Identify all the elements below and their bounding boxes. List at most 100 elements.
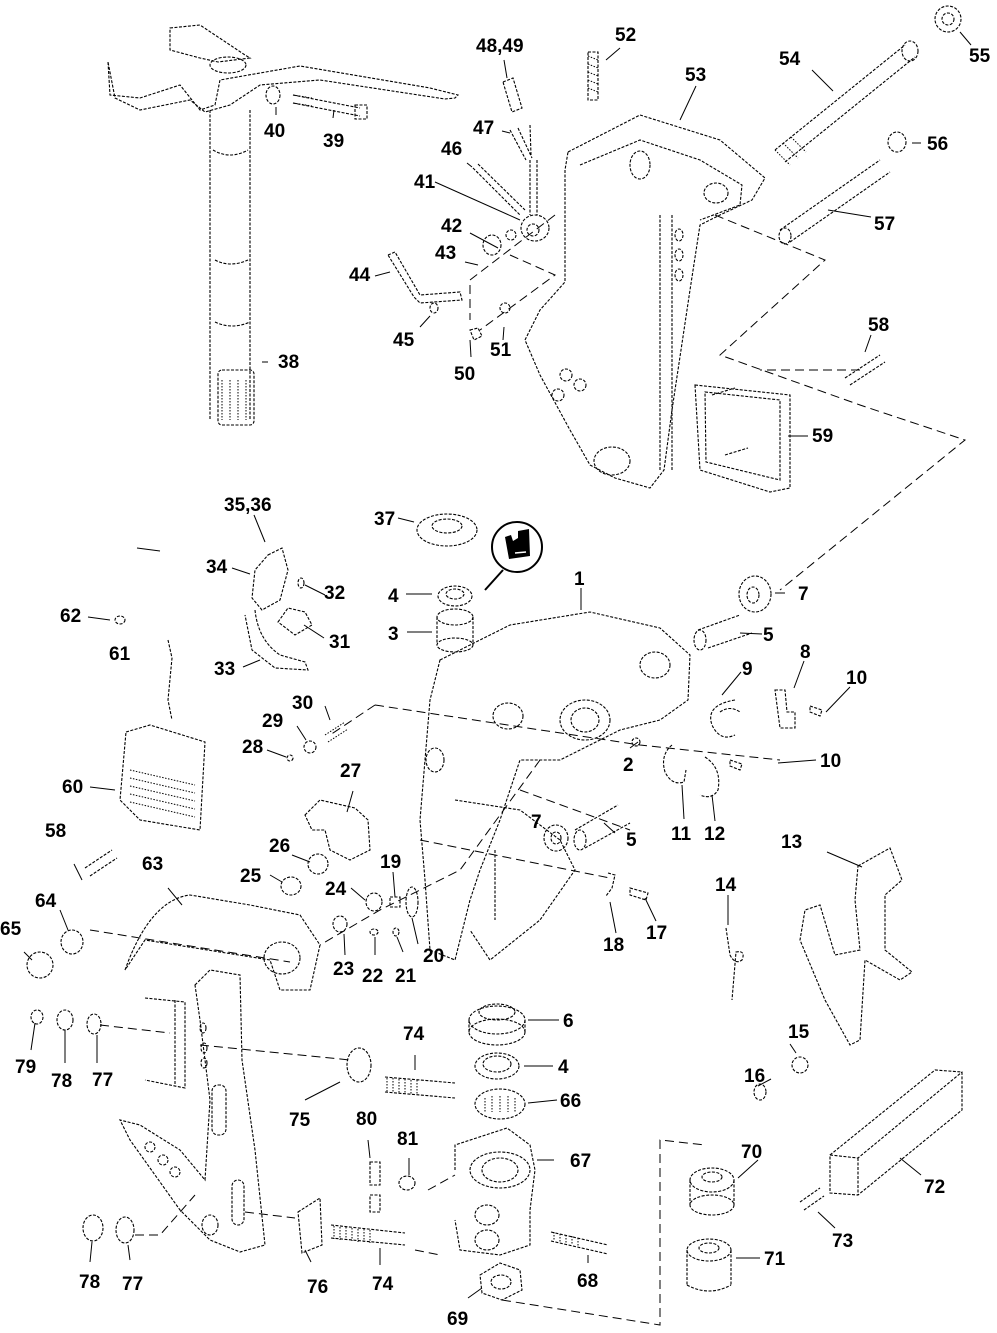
part-33-34-lever: [244, 547, 309, 671]
part-46-rod: [472, 163, 526, 216]
callout-7-lower: 7: [531, 812, 542, 833]
part-38-steering-shaft: [107, 24, 460, 426]
callout-64: 64: [35, 891, 57, 912]
sealant-applicator-icon: [484, 521, 543, 591]
callout-18: 18: [603, 935, 624, 956]
part-10-screw-upper: [809, 705, 823, 717]
part-19-block: [389, 896, 401, 908]
callout-40: 40: [264, 121, 285, 142]
callout-5-upper: 5: [763, 625, 774, 646]
part-69-nut: [479, 1262, 523, 1301]
callout-81: 81: [397, 1129, 419, 1150]
callout-13: 13: [781, 832, 802, 853]
callout-35-36: 35,36: [224, 495, 272, 516]
callout-21: 21: [395, 966, 417, 987]
part-25-spacer: [280, 876, 302, 896]
part-47-link: [509, 124, 533, 161]
part-70-bushing: [689, 1167, 735, 1216]
part-9-clip: [710, 699, 741, 738]
callout-80: 80: [356, 1109, 377, 1130]
callout-45: 45: [393, 330, 415, 351]
part-6-seal: [468, 1003, 526, 1046]
part-79-bushing: [30, 1009, 44, 1025]
part-7-washer-upper: [738, 575, 772, 613]
callout-71: 71: [764, 1249, 786, 1270]
part-66-bearing: [474, 1088, 526, 1120]
part-5-tube-upper: [693, 614, 753, 651]
part-75-washer: [346, 1047, 372, 1083]
part-13-tilt-lever: [799, 847, 913, 1046]
part-61-screw: [167, 639, 173, 721]
callout-37: 37: [374, 509, 395, 530]
callout-24: 24: [325, 879, 347, 900]
callout-8: 8: [800, 642, 811, 663]
callout-26: 26: [269, 836, 290, 857]
callout-48-49: 48,49: [476, 36, 524, 57]
part-60-cover: [119, 724, 206, 831]
callout-4-lower: 4: [558, 1057, 569, 1078]
callout-77-upper: 77: [92, 1070, 113, 1091]
callout-56: 56: [927, 134, 948, 155]
part-29-pin: [303, 740, 317, 754]
part-72-bar: [829, 1069, 963, 1196]
callout-70: 70: [741, 1142, 762, 1163]
leader-lines: [23, 31, 972, 1299]
callout-67: 67: [570, 1151, 591, 1172]
part-59-plate: [694, 384, 791, 493]
callout-74-upper: 74: [403, 1024, 425, 1045]
callout-44: 44: [349, 265, 371, 286]
callout-7-upper: 7: [798, 584, 809, 605]
callout-3: 3: [388, 624, 399, 645]
part-74-bolt-upper: [384, 1076, 456, 1099]
part-7-washer-lower: [543, 824, 569, 852]
part-71-bushing: [686, 1238, 732, 1292]
callout-10-upper: 10: [846, 668, 867, 689]
callout-38: 38: [278, 352, 299, 373]
part-20-link: [405, 886, 419, 918]
callout-14: 14: [715, 875, 737, 896]
callout-68: 68: [577, 1271, 598, 1292]
callout-23: 23: [333, 959, 354, 980]
callout-55: 55: [969, 46, 991, 67]
callout-10-lower: 10: [820, 751, 841, 772]
callout-5-lower: 5: [626, 830, 637, 851]
callout-1: 1: [574, 569, 585, 590]
callout-77-lower: 77: [122, 1274, 143, 1295]
callout-33: 33: [214, 659, 235, 680]
part-68-bolt: [550, 1231, 609, 1255]
part-67-steering-yoke: [454, 1127, 536, 1256]
callout-12: 12: [704, 824, 725, 845]
part-8-bracket: [774, 689, 796, 729]
callout-66: 66: [560, 1091, 581, 1112]
callout-17: 17: [646, 923, 667, 944]
part-53-stern-bracket: [524, 114, 766, 489]
callout-30: 30: [292, 693, 313, 714]
callout-73: 73: [832, 1231, 853, 1252]
assembly-guide-lines: [89, 214, 967, 1326]
callout-46: 46: [441, 139, 462, 160]
callout-72: 72: [924, 1177, 945, 1198]
callout-62: 62: [60, 606, 81, 627]
callout-39: 39: [323, 131, 344, 152]
callout-61: 61: [109, 644, 131, 665]
callout-20: 20: [423, 946, 444, 967]
part-58-bolt-lower: [84, 849, 118, 877]
part-78-nut-upper: [56, 1009, 74, 1031]
callout-2: 2: [623, 755, 634, 776]
callout-42: 42: [441, 216, 462, 237]
callout-25: 25: [240, 866, 262, 887]
part-10-screw-lower: [729, 759, 743, 771]
part-80-clips: [369, 1161, 381, 1213]
part-31-bracket: [277, 607, 313, 636]
part-55-nut: [934, 5, 962, 33]
callout-79: 79: [15, 1057, 36, 1078]
callout-63: 63: [142, 854, 163, 875]
callout-78-upper: 78: [51, 1071, 72, 1092]
callout-19: 19: [380, 852, 401, 873]
part-51-washer: [499, 302, 511, 314]
part-41-tilt-lever: [520, 160, 550, 242]
part-27-cam: [304, 799, 371, 861]
callout-29: 29: [262, 711, 283, 732]
part-48-49-bushing: [502, 77, 523, 113]
part-4-seal-lower: [474, 1052, 520, 1080]
